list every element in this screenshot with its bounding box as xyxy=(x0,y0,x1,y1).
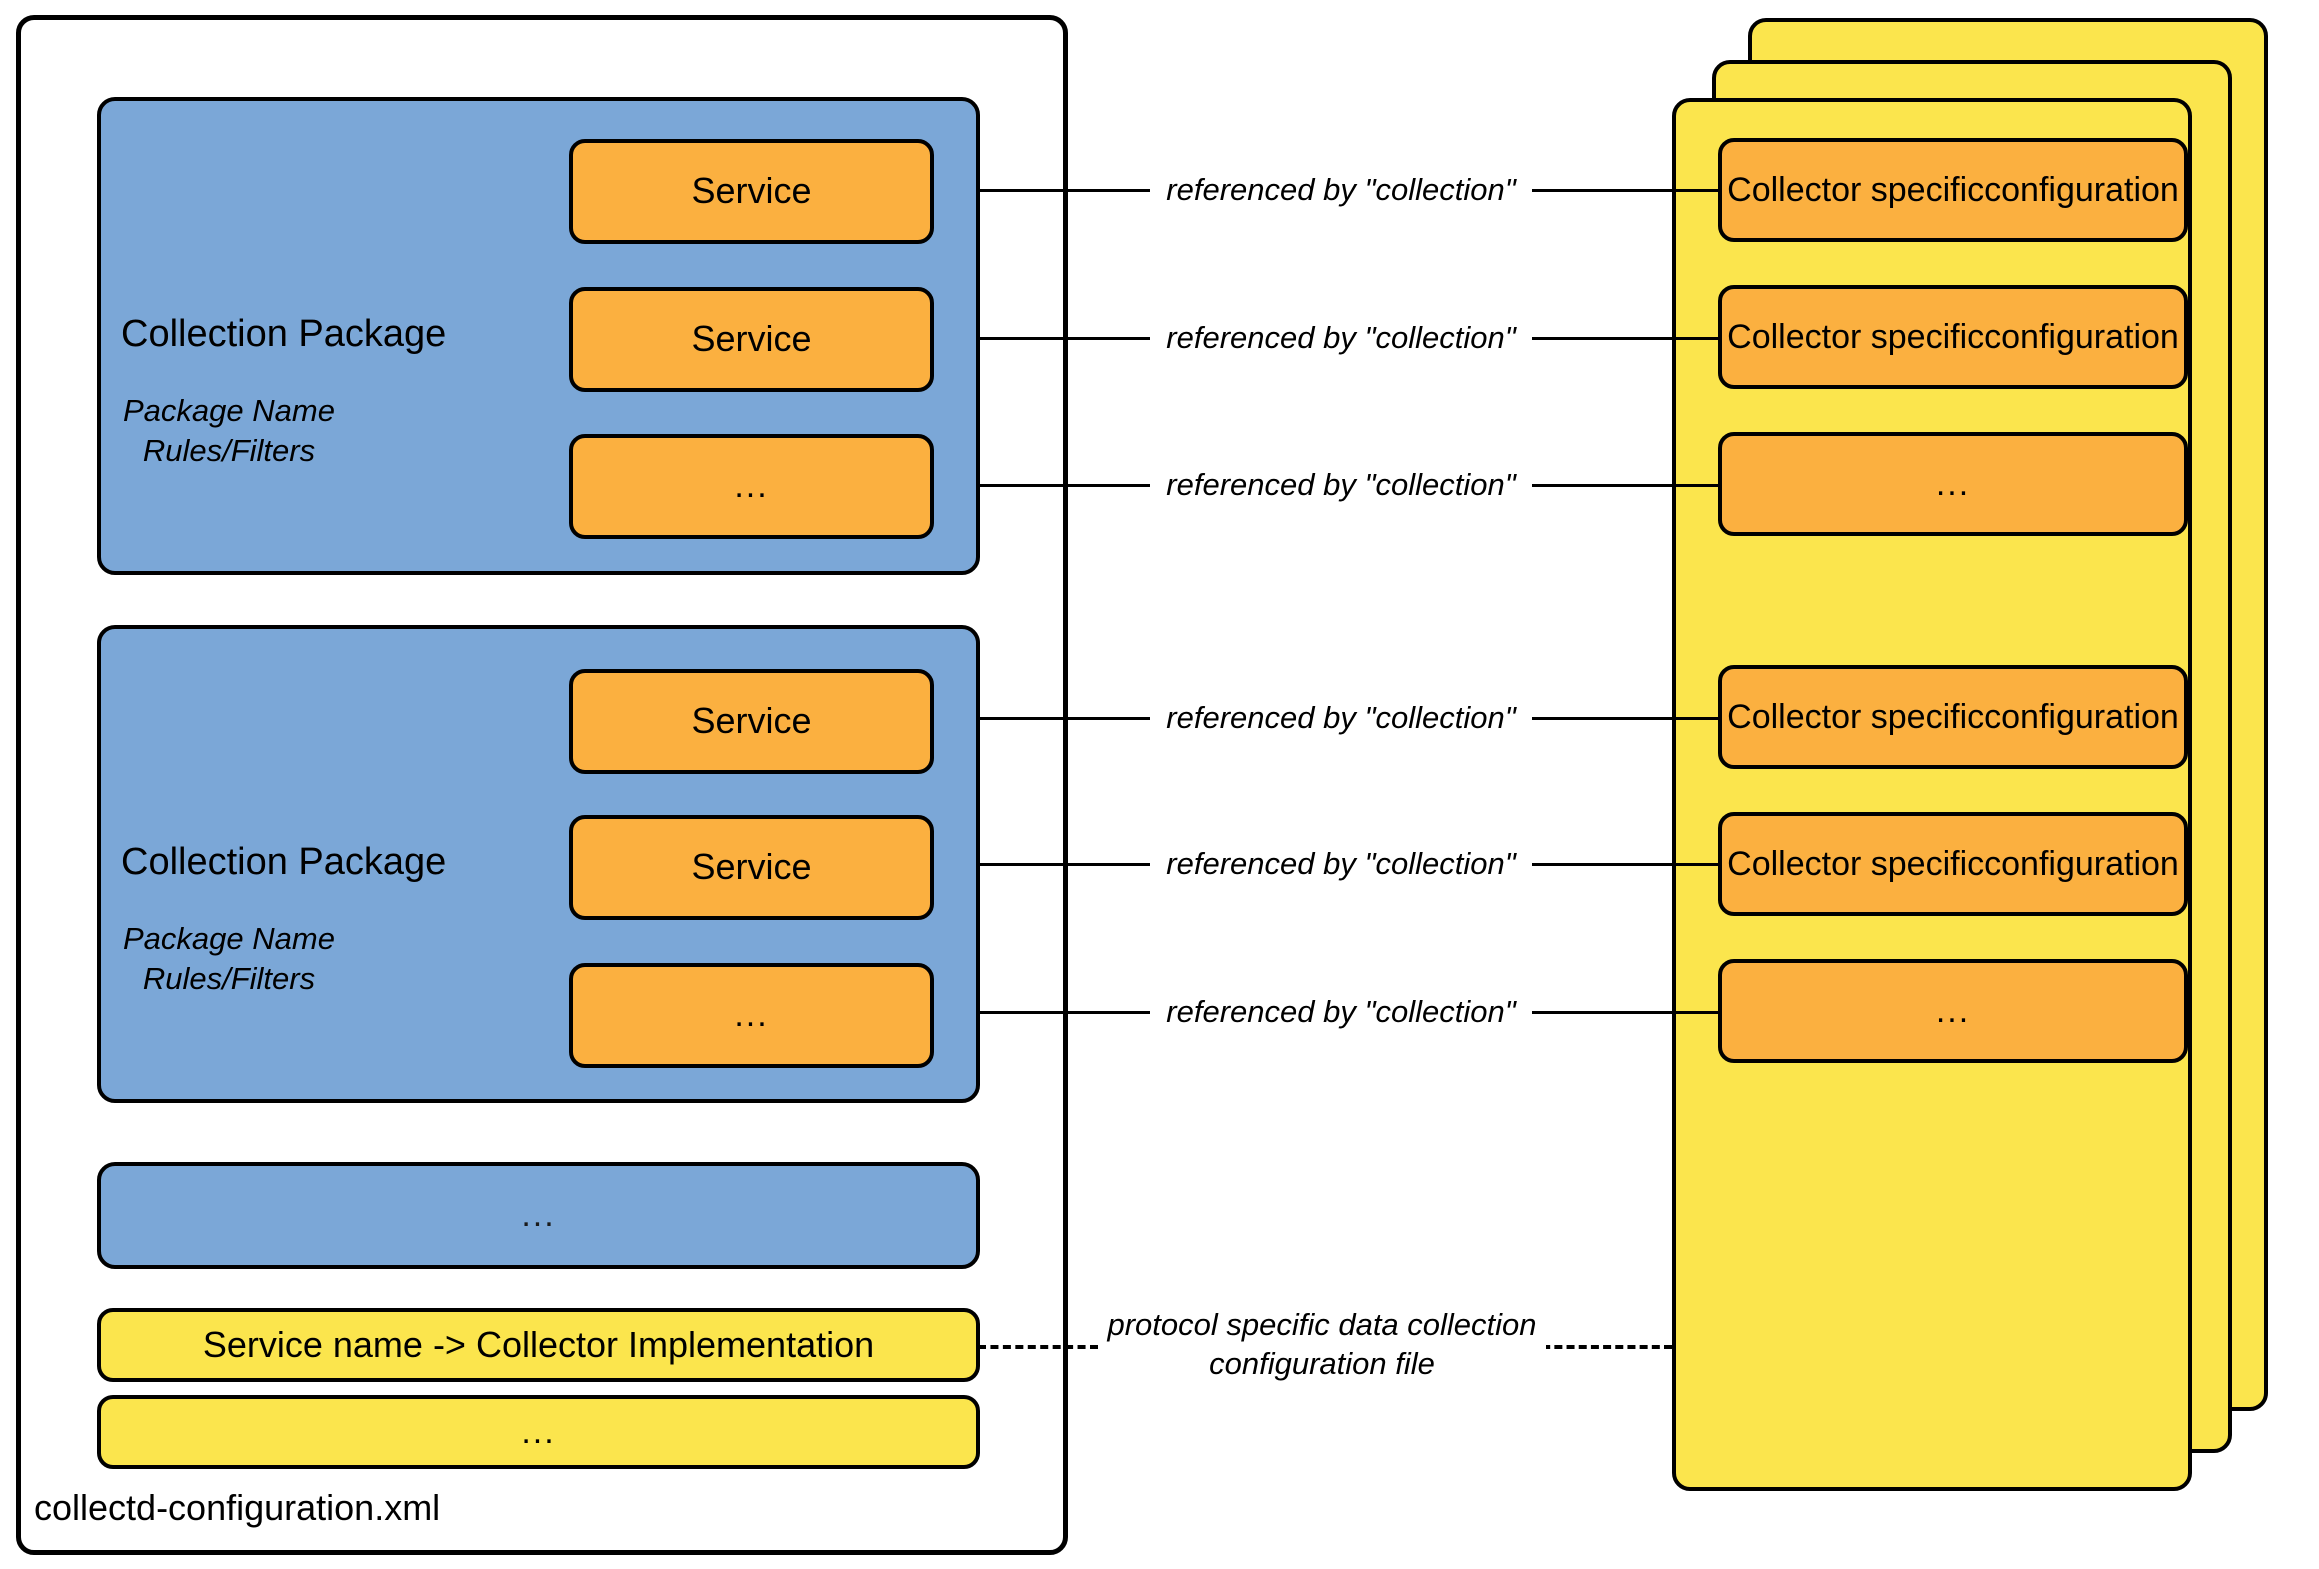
service-box-2-2[interactable]: Service xyxy=(569,815,934,920)
connector-line-protocol-right xyxy=(1530,1345,1672,1349)
collection-package-2-subtitle: Package Name Rules/Filters xyxy=(123,921,335,996)
collection-package-2: Collection Package Package Name Rules/Fi… xyxy=(97,625,980,1103)
connector-line-6-left xyxy=(928,1011,1150,1014)
connector-line-2-right xyxy=(1516,337,1722,340)
service-box-1-2[interactable]: Service xyxy=(569,287,934,392)
connector-line-protocol-left xyxy=(978,1345,1098,1349)
collector-config-box-6[interactable]: ... xyxy=(1718,959,2188,1063)
edge-label-reference-4: referenced by "collection" xyxy=(1150,700,1532,736)
edge-label-reference-2: referenced by "collection" xyxy=(1150,320,1532,356)
mapping-bar-ellipsis[interactable]: ... xyxy=(97,1395,980,1469)
connector-line-4-left xyxy=(928,717,1150,720)
collection-package-2-title: Collection Package xyxy=(121,841,447,883)
edge-label-protocol-file: protocol specific data collection config… xyxy=(1098,1306,1546,1384)
collection-package-1-title: Collection Package xyxy=(121,313,447,355)
service-box-2-3[interactable]: ... xyxy=(569,963,934,1068)
connector-line-2-left xyxy=(928,337,1150,340)
collection-package-1-subtitle: Package Name Rules/Filters xyxy=(123,393,335,468)
edge-label-reference-5: referenced by "collection" xyxy=(1150,846,1532,882)
edge-label-reference-3: referenced by "collection" xyxy=(1150,467,1532,503)
connector-line-3-right xyxy=(1516,484,1722,487)
collector-config-box-3[interactable]: ... xyxy=(1718,432,2188,536)
edge-label-reference-6: referenced by "collection" xyxy=(1150,994,1532,1030)
connector-line-4-right xyxy=(1516,717,1722,720)
edge-label-reference-1: referenced by "collection" xyxy=(1150,172,1532,208)
connector-line-6-right xyxy=(1516,1011,1722,1014)
service-box-1-1[interactable]: Service xyxy=(569,139,934,244)
service-to-collector-mapping-bar[interactable]: Service name -> Collector Implementation xyxy=(97,1308,980,1382)
connector-line-5-right xyxy=(1516,863,1722,866)
collection-package-ellipsis[interactable]: ... xyxy=(97,1162,980,1269)
collection-package-1: Collection Package Package Name Rules/Fi… xyxy=(97,97,980,575)
connector-line-1-left xyxy=(928,189,1150,192)
connector-line-3-left xyxy=(928,484,1150,487)
connector-line-1-right xyxy=(1516,189,1722,192)
service-box-2-1[interactable]: Service xyxy=(569,669,934,774)
connector-line-5-left xyxy=(928,863,1150,866)
service-box-1-3[interactable]: ... xyxy=(569,434,934,539)
file-name-label: collectd-configuration.xml xyxy=(34,1487,441,1528)
